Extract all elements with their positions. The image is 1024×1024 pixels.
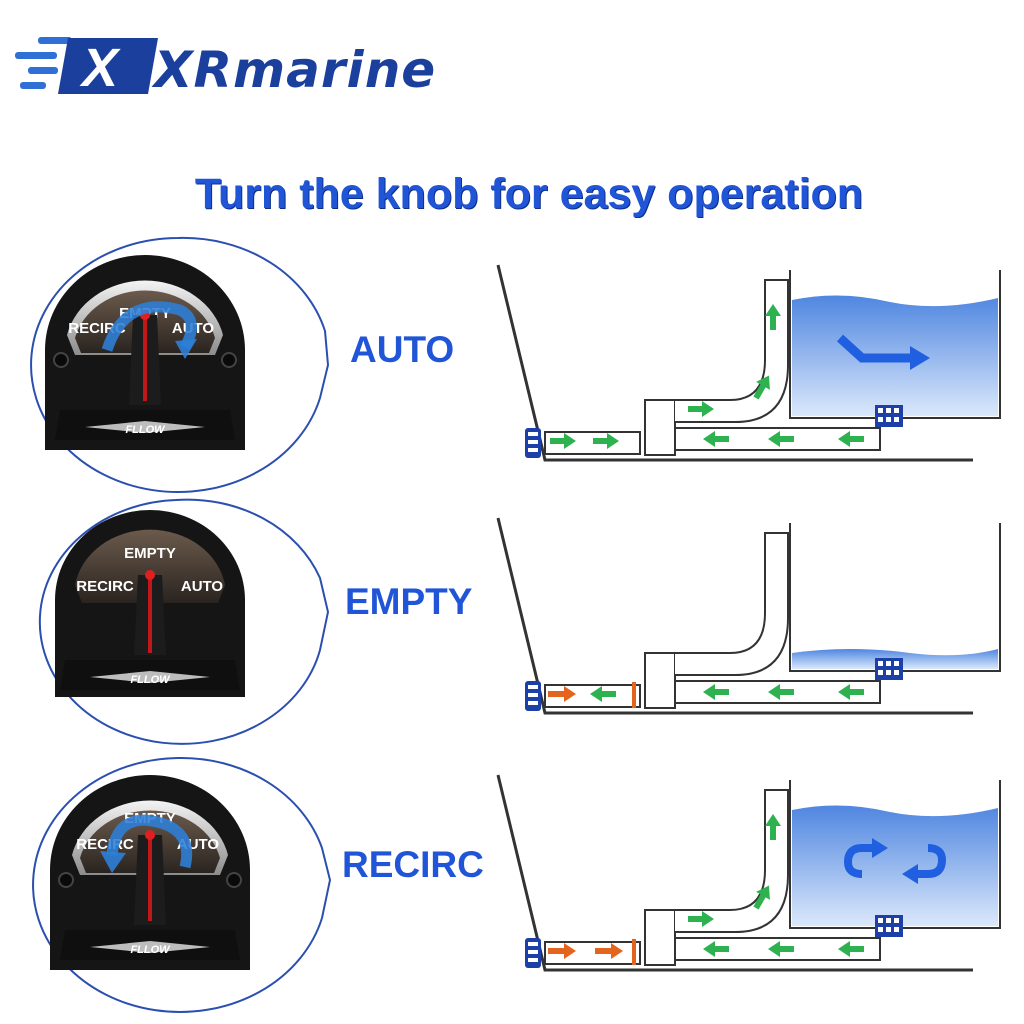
- knob-callout-empty: EMPTY RECIRC AUTO FLLOW: [38, 498, 330, 745]
- knob-label-recirc: RECIRC: [76, 836, 134, 853]
- bent-arrow-icon: [836, 334, 915, 363]
- mode-label-empty: EMPTY: [345, 581, 473, 622]
- pump-diagram-auto: [496, 264, 1001, 462]
- knob-brand: FLLOW: [125, 424, 166, 436]
- knob-label-auto: AUTO: [181, 578, 224, 595]
- knob-brand: FLLOW: [130, 674, 171, 686]
- knob-brand: FLLOW: [130, 944, 171, 956]
- pump-diagram-empty: [496, 517, 1001, 715]
- plumbing-diagrams: [496, 264, 1001, 972]
- rotate-arrow-icon: [101, 301, 197, 352]
- page-heading: Turn the knob for easy operation: [194, 170, 864, 218]
- mode-label-auto: AUTO: [350, 329, 455, 370]
- knob-face-empty: EMPTY RECIRC AUTO FLLOW: [55, 510, 245, 697]
- knob-label-empty: EMPTY: [124, 545, 176, 562]
- pump-diagram-recirc: [496, 774, 1001, 972]
- logo-mark: X: [15, 37, 158, 98]
- mode-label-recirc: RECIRC: [342, 844, 484, 885]
- knob-face-recirc: EMPTY RECIRC AUTO FLLOW: [50, 775, 250, 970]
- knob-label-recirc: RECIRC: [76, 578, 134, 595]
- rotate-arrow-icon: [106, 814, 193, 869]
- knob-face-auto: EMPTY RECIRC AUTO FLLOW: [45, 255, 245, 450]
- knob-callout-recirc: EMPTY RECIRC AUTO FLLOW: [32, 756, 332, 1013]
- knob-callout-auto: EMPTY RECIRC AUTO FLLOW: [30, 236, 330, 493]
- logo-x-letter: X: [79, 38, 121, 98]
- circulate-arrows-icon: [843, 838, 947, 884]
- brand-name: XRmarine: [154, 41, 437, 99]
- knob-callouts: EMPTY RECIRC AUTO FLLOW EMPTY RECIRC AUT…: [30, 236, 332, 1013]
